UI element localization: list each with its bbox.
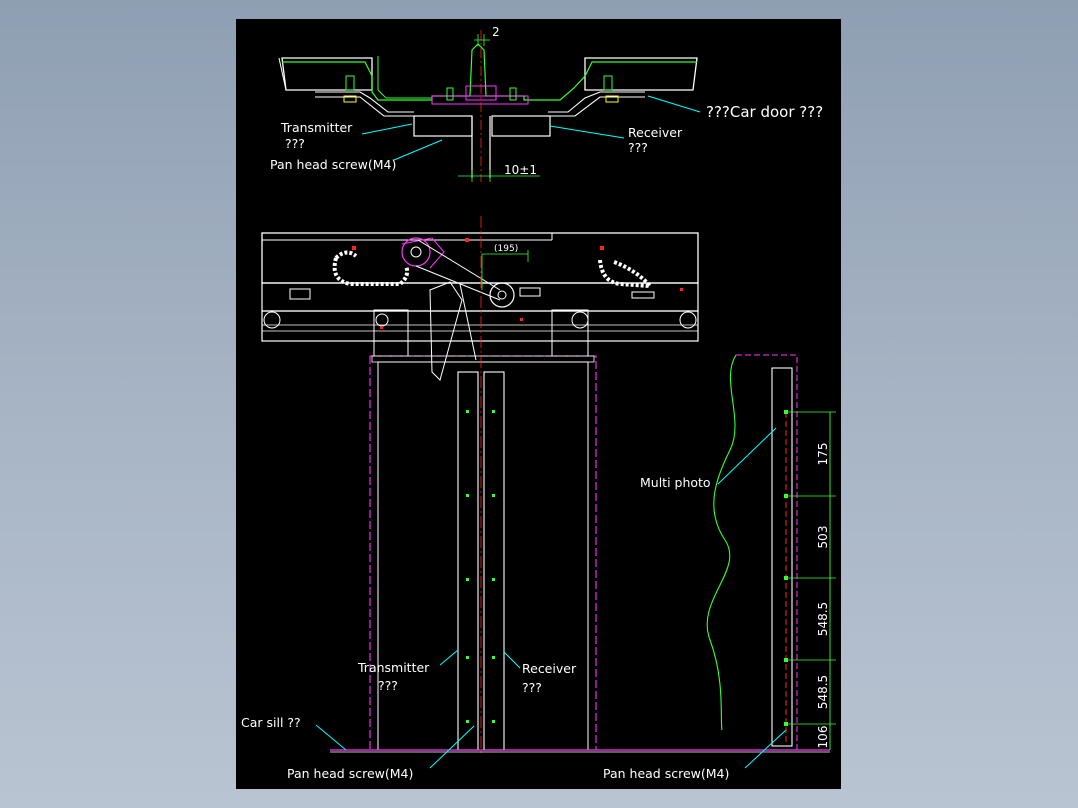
multi-photo-label: Multi photo [640,475,711,490]
top-transmitter-sub: ??? [285,136,305,151]
dimension-106: 106 [816,726,830,749]
car-sill-label: Car sill ?? [241,715,301,730]
door-transmitter-label: Transmitter [357,660,430,675]
gap-dimension-text: 2 [492,25,500,39]
dimension-175: 175 [816,443,830,466]
door-screw-label-left: Pan head screw(M4) [287,766,413,781]
dimension-548-5-lower: 548.5 [816,675,830,709]
door-operator-assembly [261,232,699,381]
top-receiver-label: Receiver [628,125,683,140]
car-door-section-detail [278,30,701,182]
door-receiver-sub: ??? [522,680,542,695]
door-transmitter-sub: ??? [378,678,398,693]
car-door-panels [315,216,836,769]
dimension-548-5-upper: 548.5 [816,602,830,636]
offset-dimension-text: (195) [494,244,518,254]
door-receiver-label: Receiver [522,661,577,676]
car-door-label: ???Car door ??? [706,103,823,121]
gap-tolerance-text: 10±1 [504,163,537,177]
dimension-503: 503 [816,526,830,549]
top-receiver-sub: ??? [628,140,648,155]
door-screw-label-right: Pan head screw(M4) [603,766,729,781]
top-screw-label: Pan head screw(M4) [270,157,396,172]
drawing-sheet [236,19,841,789]
top-transmitter-label: Transmitter [280,120,353,135]
